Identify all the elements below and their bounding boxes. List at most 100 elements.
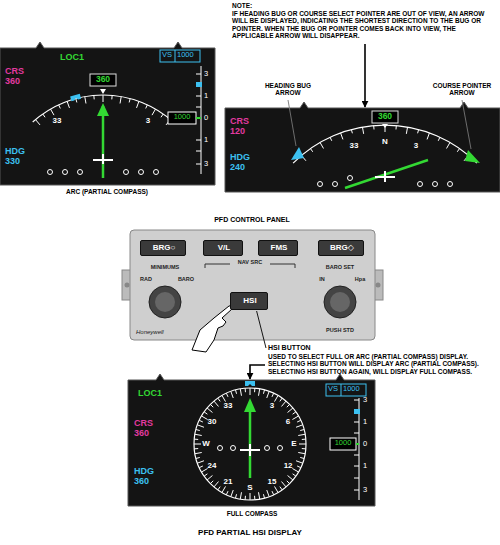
panel-legend: MINIMUMS [140,264,190,270]
compass-ticks-part [199,466,203,468]
compass-ticks-part [161,114,163,117]
compass-ticks-part [275,486,279,492]
compass-ticks-part [196,430,200,431]
deviation-dots-part [154,170,159,175]
deviation-dots-part [124,170,129,175]
compass-digit: 24 [204,461,220,470]
scale-digit: 0 [363,440,367,449]
compass-ticks-part [330,137,332,141]
panel-button: FMS [258,240,298,256]
deviation-dots-part [231,446,236,451]
out-of-view-display-screen-part [382,124,388,128]
compass-ticks-part [214,482,218,487]
arc-display-screen-part [93,154,113,164]
compass-ticks-part [218,487,220,490]
compass-digit: E [286,439,302,448]
full-compass-display-screen-part [244,398,256,412]
vs-scale-ticks-part [354,455,359,456]
compass-digit: 3 [264,401,280,410]
node-text: HDG 240 [230,152,256,173]
vs-scale-ticks-part [196,164,201,165]
panel-legend: NAV SRC [230,259,270,265]
deviation-dots-part [78,170,83,175]
scale-digit: 1 [363,462,367,471]
out-of-view-display-screen-part [225,102,500,192]
compass-ticks-part [280,487,282,490]
compass-ticks-part [254,496,255,500]
pfd-display: 360CRS 120HDG 240 [225,108,500,192]
heading-bug [70,94,81,101]
compass-ticks-part [222,396,226,402]
compass-ticks-part [226,491,228,495]
compass-ticks-part [195,453,202,454]
compass-ticks-part [297,420,301,422]
out-of-view-display-screen-part [293,125,477,163]
vs-scale-ticks-part [196,140,201,141]
control-panel-body-part [324,286,356,318]
deviation-dots-part [333,182,338,187]
compass-ticks-part [320,142,324,148]
scale-digit: 3 [204,70,208,79]
compass-ticks-part [43,114,45,117]
node-text: 360 [90,75,116,85]
control-panel: PFD CONTROL PANELBRG○V/LFMSBRG◇HSI [130,230,375,340]
compass-ticks-part [59,105,61,109]
compass-ticks [194,388,306,500]
out-of-view-display-screen-part [465,150,480,163]
compass-ticks-part [207,408,212,412]
deviation-dots-part [139,170,144,175]
compass-ticks-part [310,149,312,152]
vs-scale-ticks-part [196,151,201,152]
compass-ticks-part [302,439,306,440]
deviation-dots-part [48,170,53,175]
node-text: VS [328,385,338,394]
compass-ticks-part [199,420,203,422]
compass-digit: 33 [346,141,362,150]
compass-ticks-part [236,494,237,498]
vs-scale-ticks-part [354,466,359,467]
compass-ticks-part [287,404,290,407]
full-compass-display-screen-part [249,402,252,478]
compass-ticks-part [341,133,343,140]
compass-ticks-part [272,393,274,397]
compass-ticks-part [298,453,305,454]
control-panel-body-part [155,292,175,312]
compass-ticks-part [302,448,306,449]
compass-ticks-part [194,444,201,445]
node-text: NOTE: [232,2,252,9]
compass-ticks-part [457,149,459,152]
panel-legend: Hpa [350,276,370,282]
compass-ticks-part [129,99,130,103]
compass-digit: 6 [280,417,296,426]
arc-display-screen-part [0,42,215,185]
compass-ticks-part [85,97,86,104]
deviation-dots-part [448,182,453,187]
panel-button: BRG◇ [318,240,364,256]
node-text: 360 [372,112,398,122]
full-compass-display-screen-part [326,384,366,396]
compass-ticks-part [281,482,285,487]
compass-digit: S [242,483,258,492]
compass-digit: W [198,439,214,448]
compass-ticks-part [300,457,304,458]
compass-ticks-part [254,388,255,392]
compass-ticks-part [245,496,246,500]
node-text: 1000 [177,51,194,60]
compass-ticks-part [194,439,198,440]
node-text: HDG 330 [5,146,29,167]
compass-ticks [301,125,468,161]
deviation-dots [48,170,159,175]
compass-ticks-part [263,390,264,394]
compass-ticks-part [231,391,233,398]
deviation-dots-part [433,182,438,187]
node-text: IF HEADING BUG OR COURSE SELECT POINTER … [232,10,498,40]
arc-display-screen-part [102,106,105,178]
compass-ticks-part [111,95,112,99]
compass-ticks-part [152,109,156,115]
scale-digit: 3 [204,160,208,169]
compass-ticks-part [236,390,237,394]
out-of-view-display-screen-part [345,160,428,188]
compass-ticks-part [245,388,246,392]
scale-digit: 3 [363,486,367,495]
compass-digit: 3 [410,141,422,150]
